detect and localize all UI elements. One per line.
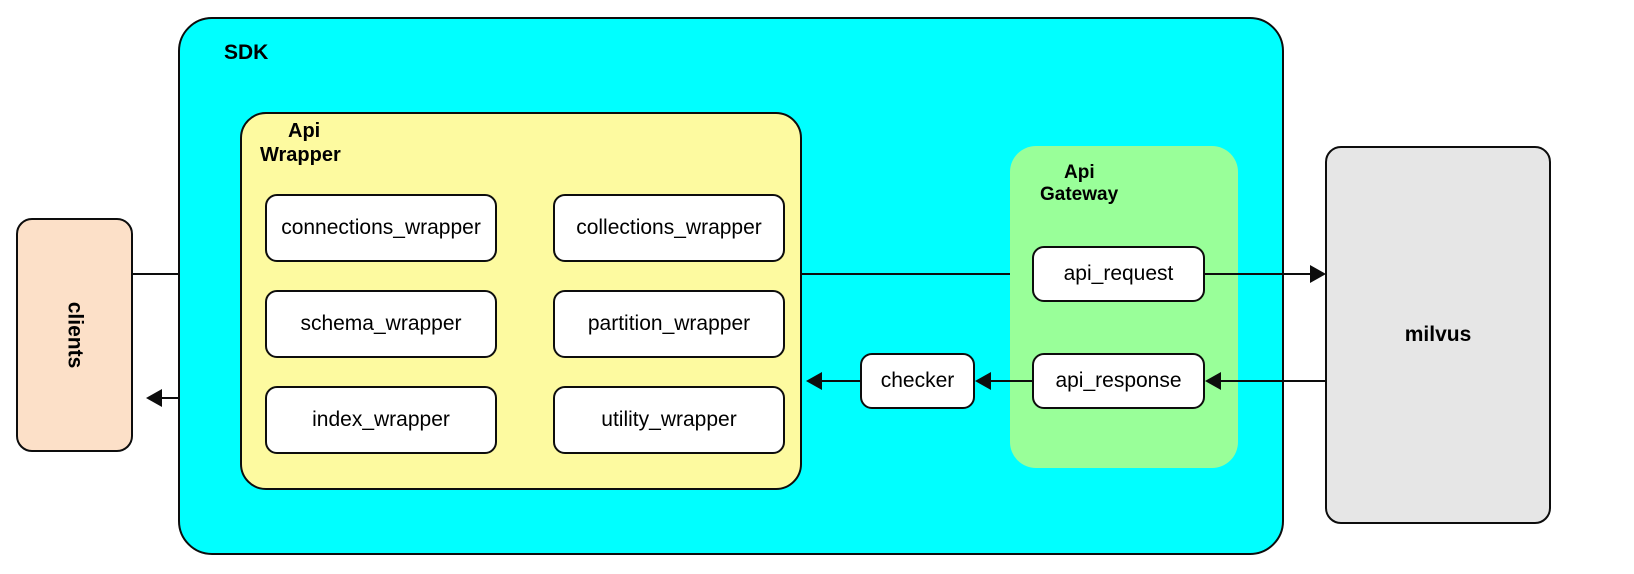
flow-api-request-to-milvus-arrowhead	[1310, 265, 1326, 283]
flow-api-wrapper-to-clients-arrowhead	[146, 389, 162, 407]
api-gateway-label: Api Gateway	[1040, 162, 1119, 206]
api-gateway-container: Api Gateway	[1010, 146, 1238, 468]
node-checker[interactable]: checker	[860, 353, 975, 409]
module-schema-wrapper[interactable]: schema_wrapper	[265, 290, 497, 358]
flow-milvus-to-api-response-arrowhead	[1205, 372, 1221, 390]
module-collections-wrapper-label: collections_wrapper	[576, 216, 762, 239]
flow-api-wrapper-to-api-request-line	[802, 273, 1014, 275]
node-api-request-label: api_request	[1063, 262, 1174, 285]
module-connections-wrapper[interactable]: connections_wrapper	[265, 194, 497, 262]
module-partition-wrapper-label: partition_wrapper	[587, 312, 751, 335]
sdk-label: SDK	[224, 41, 269, 64]
node-checker-label: checker	[880, 369, 955, 392]
api-wrapper-label: Api Wrapper	[260, 120, 341, 166]
module-partition-wrapper[interactable]: partition_wrapper	[553, 290, 785, 358]
flow-api-request-to-milvus-line	[1205, 273, 1313, 275]
flow-checker-to-api-wrapper-arrowhead	[806, 372, 822, 390]
module-connections-wrapper-label: connections_wrapper	[281, 216, 481, 239]
module-utility-wrapper[interactable]: utility_wrapper	[553, 386, 785, 454]
module-utility-wrapper-label: utility_wrapper	[601, 408, 737, 431]
flow-api-response-to-checker-line	[991, 380, 1032, 382]
milvus-node: milvus	[1325, 146, 1551, 524]
flow-milvus-to-api-response-line	[1221, 380, 1325, 382]
flow-api-response-to-checker-arrowhead	[975, 372, 991, 390]
clients-label: clients	[63, 301, 87, 369]
flow-checker-to-api-wrapper-line	[822, 380, 860, 382]
node-api-response[interactable]: api_response	[1032, 353, 1205, 409]
flow-clients-to-api-wrapper-line	[133, 273, 217, 275]
module-index-wrapper[interactable]: index_wrapper	[265, 386, 497, 454]
node-api-request[interactable]: api_request	[1032, 246, 1205, 302]
module-schema-wrapper-label: schema_wrapper	[300, 312, 462, 335]
module-index-wrapper-label: index_wrapper	[312, 408, 450, 431]
node-api-response-label: api_response	[1055, 369, 1182, 392]
module-collections-wrapper[interactable]: collections_wrapper	[553, 194, 785, 262]
milvus-label: milvus	[1404, 323, 1472, 346]
clients-node: clients	[16, 218, 133, 452]
